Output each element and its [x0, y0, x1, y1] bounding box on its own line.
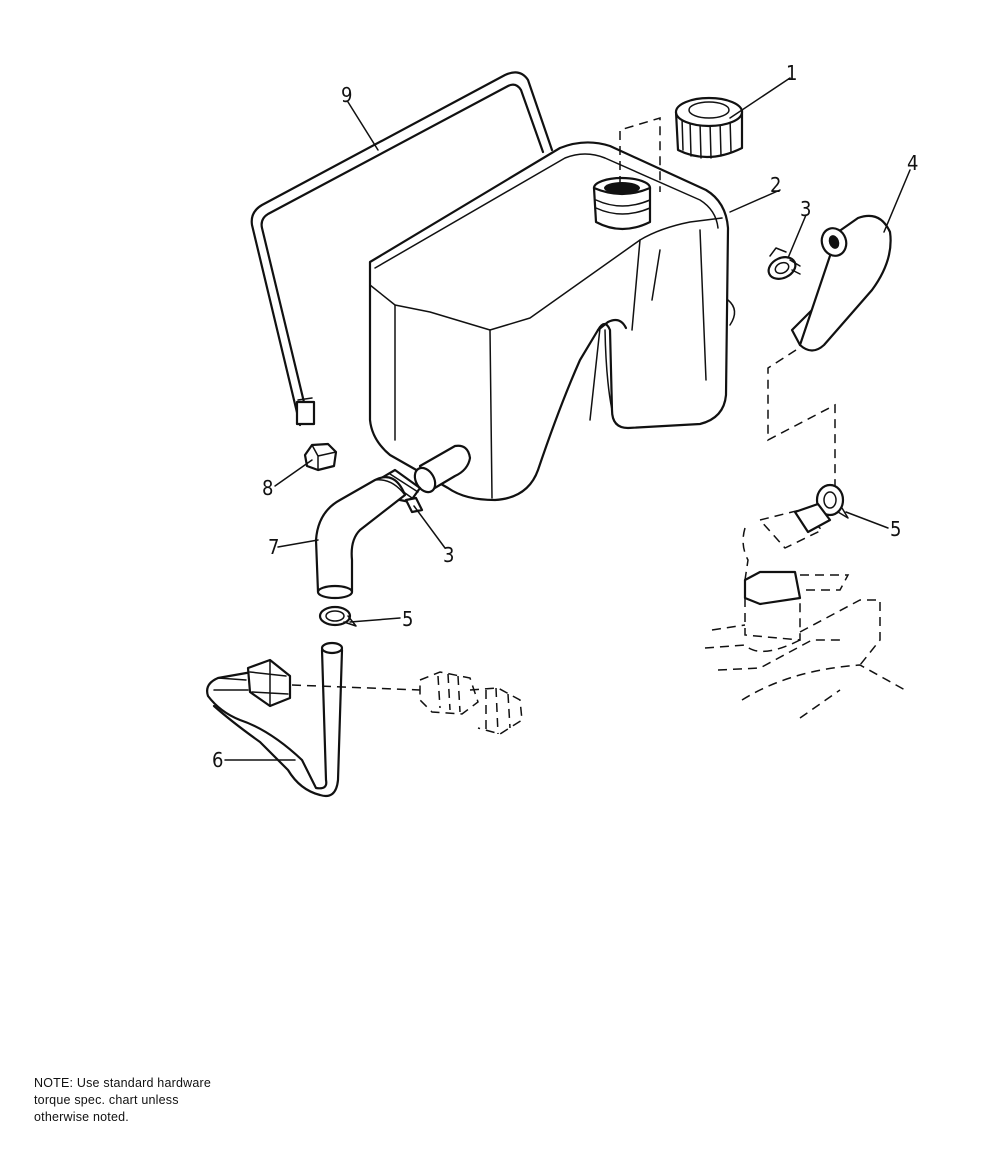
callout-8: 8 [262, 476, 273, 500]
part-6-pipe [206, 641, 344, 798]
callout-3-lower: 3 [443, 543, 454, 567]
callout-6: 6 [212, 748, 223, 772]
part-8-nut [303, 442, 338, 472]
part-3-hose-clamp-right [767, 247, 801, 280]
part-1-reservoir-cap [674, 96, 744, 159]
callout-7: 7 [268, 535, 279, 559]
part-5-clamp-left [318, 605, 357, 627]
leader-lines [224, 77, 911, 761]
callout-9: 9 [341, 83, 352, 107]
part-9-rod [250, 71, 554, 427]
part-5-clamp-right [815, 483, 849, 519]
part-4-elbow-hose [790, 214, 892, 352]
callout-4: 4 [907, 151, 918, 175]
callout-3-upper: 3 [800, 197, 811, 221]
torque-note: NOTE: Use standard hardware torque spec.… [34, 1076, 212, 1124]
rod-thread-end [295, 400, 316, 426]
callout-1: 1 [786, 61, 797, 85]
callout-5-right: 5 [890, 517, 901, 541]
callout-5-left: 5 [402, 607, 413, 631]
callout-2: 2 [770, 173, 781, 197]
connector-fitting [419, 671, 523, 735]
part-2-reservoir-tank [368, 141, 736, 502]
engine-fitting-sketch [704, 502, 906, 719]
part-7-hose [314, 476, 407, 600]
